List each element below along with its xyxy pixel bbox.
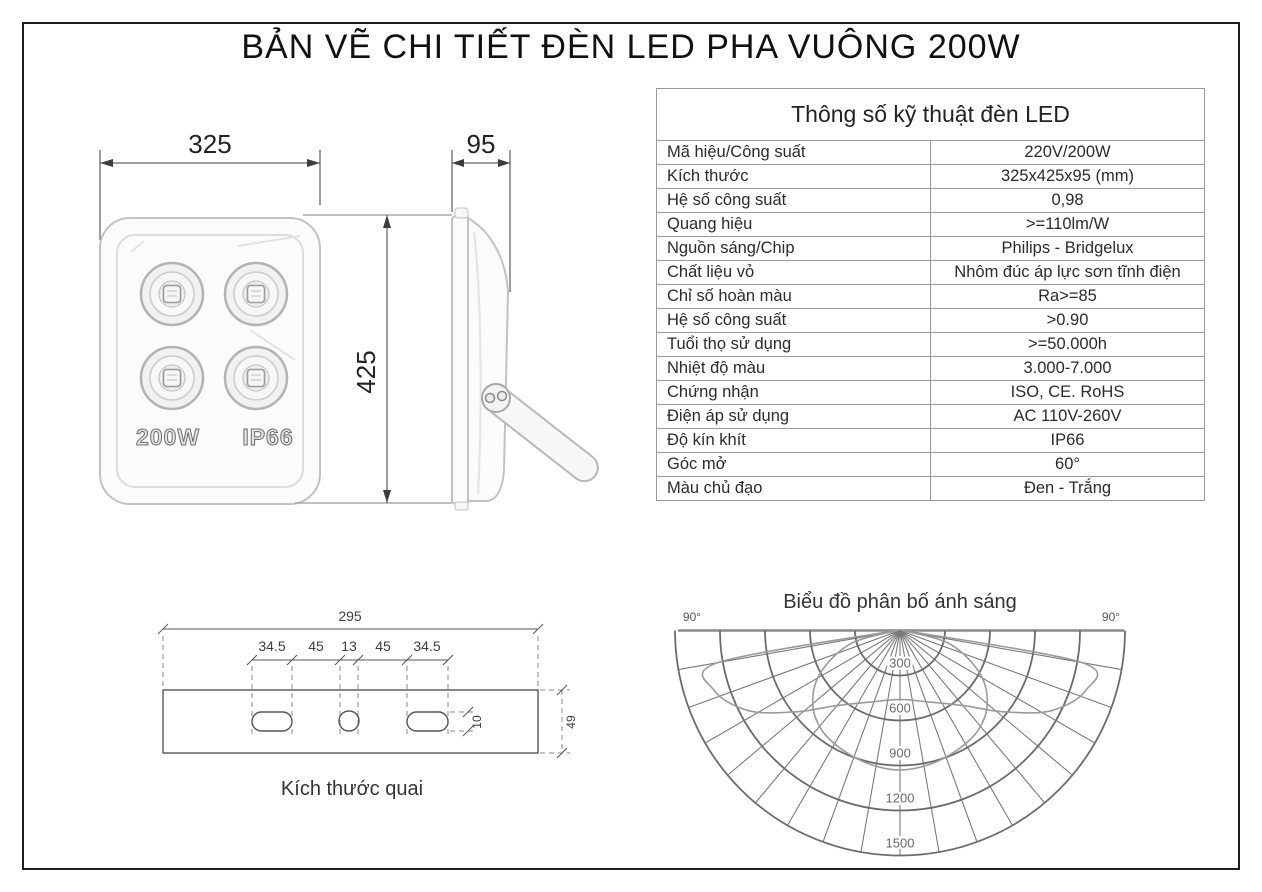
spec-label: Nhiệt độ màu	[656, 356, 931, 381]
svg-text:300: 300	[889, 656, 911, 671]
pivot-screw	[496, 390, 508, 402]
slot-height-dimension: 10	[450, 706, 484, 737]
power-emboss-label: 200W	[136, 424, 200, 450]
spec-value: Đen - Trắng	[930, 476, 1205, 501]
hole-dim-value: 34.5	[413, 638, 440, 654]
page-border	[22, 22, 1240, 870]
slot-height-value: 10	[470, 715, 484, 729]
svg-text:900: 900	[889, 746, 911, 761]
side-back-plate	[451, 215, 470, 505]
spec-value: >=110lm/W	[930, 212, 1205, 237]
side-top-tab	[454, 207, 469, 219]
spec-value: Nhôm đúc áp lực sơn tĩnh điện	[930, 260, 1205, 285]
bracket-caption: Kích thước quai	[281, 778, 423, 800]
spec-label: Chỉ số hoàn màu	[656, 284, 931, 309]
bracket-slot	[406, 711, 449, 732]
svg-text:1200: 1200	[886, 791, 915, 806]
led-lens	[139, 345, 205, 411]
polar-grid-and-curves: 300 600 900 1200 1500	[674, 629, 1126, 857]
bracket-bar	[162, 689, 539, 754]
hole-dim-value: 13	[341, 638, 357, 654]
spec-value: 0,98	[930, 188, 1205, 213]
led-lens	[223, 345, 289, 411]
spec-value: 220V/200W	[930, 140, 1205, 165]
front-view-drawing: 325 200W IP66	[99, 129, 321, 505]
hole-dim-value: 34.5	[258, 638, 285, 654]
front-width-dimension: 325	[99, 129, 321, 240]
bar-height-dimension: 49	[540, 684, 578, 759]
spec-table: Thông số kỹ thuật đèn LED Mã hiệu/Công s…	[656, 88, 1205, 501]
pivot-screw	[484, 392, 496, 404]
bracket-total-width-dimension: 295	[157, 608, 544, 690]
table-row: Hệ số công suất>0.90	[656, 308, 1205, 333]
spec-label: Màu chủ đạo	[656, 476, 931, 501]
ip-rating-emboss-label: IP66	[242, 424, 293, 450]
polar-chart-title: Biểu đồ phân bố ánh sáng	[783, 591, 1017, 613]
hole-dim-value: 45	[308, 638, 324, 654]
led-lens	[223, 261, 289, 327]
spec-label: Điện áp sử dụng	[656, 404, 931, 429]
hole-dim-value: 45	[375, 638, 391, 654]
bracket-hole	[338, 710, 360, 732]
spec-value: Philips - Bridgelux	[930, 236, 1205, 261]
page-title: BẢN VẼ CHI TIẾT ĐÈN LED PHA VUÔNG 200W	[241, 28, 1021, 66]
front-width-value: 325	[188, 129, 231, 159]
spec-value: AC 110V-260V	[930, 404, 1205, 429]
side-bottom-tab	[454, 501, 469, 511]
led-lens	[139, 261, 205, 327]
spec-value: >0.90	[930, 308, 1205, 333]
table-row: Tuổi thọ sử dụng>=50.000h	[656, 332, 1205, 357]
light-distribution-chart: Biểu đồ phân bố ánh sáng 90° 90° 300 600 9…	[674, 591, 1126, 857]
bracket-hole-dimensions: 34.5 45 13 45 34.5	[246, 638, 454, 734]
height-dimension-value: 425	[351, 350, 381, 393]
spec-value: 60°	[930, 452, 1205, 477]
spec-label: Quang hiệu	[656, 212, 931, 237]
svg-text:600: 600	[889, 701, 911, 716]
table-row: Quang hiệu>=110lm/W	[656, 212, 1205, 237]
bracket-total-width-value: 295	[338, 608, 362, 624]
housing-inner-frame	[116, 234, 304, 488]
side-depth-value: 95	[467, 129, 496, 159]
side-depth-dimension: 95	[451, 129, 511, 292]
bracket-slot	[251, 711, 293, 732]
spec-label: Hệ số công suất	[656, 308, 931, 333]
polar-angle-label-right: 90°	[1102, 610, 1120, 624]
polar-angle-label-left: 90°	[683, 610, 701, 624]
distribution-curve-narrow-beam	[811, 629, 989, 771]
height-dimension: 425	[351, 215, 391, 503]
bar-height-value: 49	[564, 715, 578, 729]
svg-text:1500: 1500	[886, 836, 915, 851]
side-view-drawing: 95 425	[295, 129, 599, 511]
floodlight-housing	[99, 217, 321, 505]
bracket-dimension-drawing: 295 34.5 45 13 45 34.5	[157, 608, 578, 800]
distribution-curve-wide-beam	[701, 629, 1099, 714]
side-glass-dome	[467, 216, 510, 502]
spec-value: >=50.000h	[930, 332, 1205, 357]
